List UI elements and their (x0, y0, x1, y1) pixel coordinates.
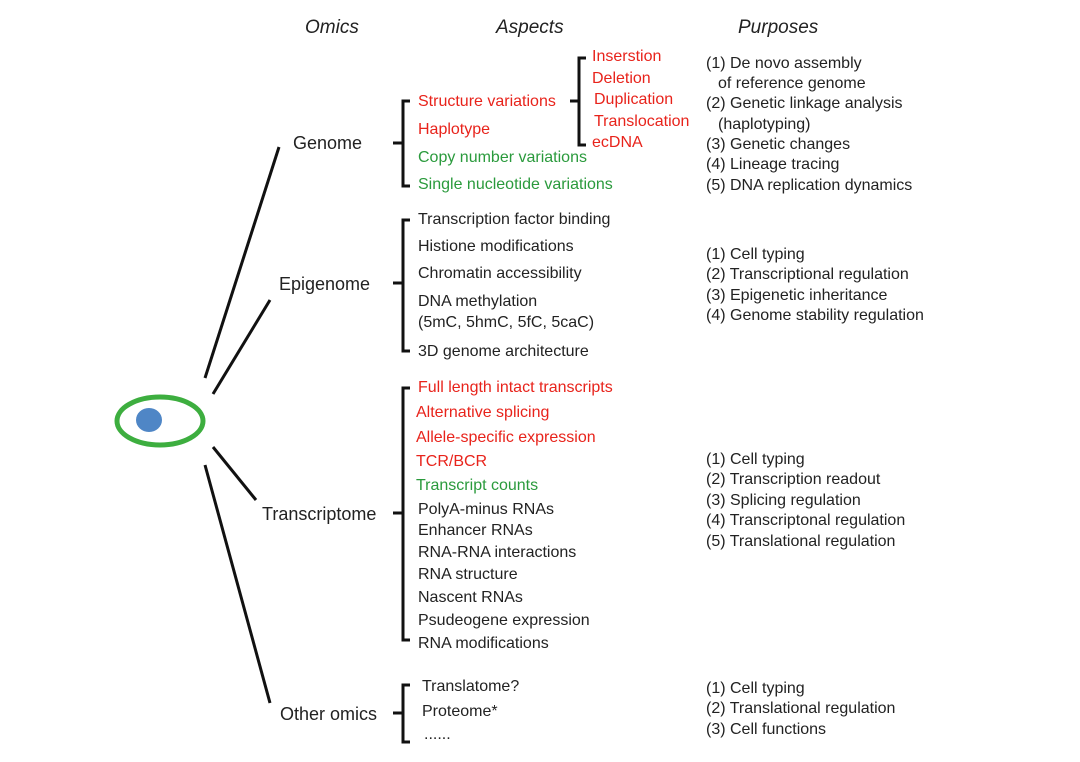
cell-membrane-icon (114, 394, 206, 448)
bracket-structure-variations (577, 56, 586, 147)
epigenome-aspect: (5mC, 5hmC, 5fC, 5caC) (418, 314, 595, 331)
sv-type: ecDNA (592, 134, 643, 151)
transcriptome-purpose: (4) Transcriptonal regulation (706, 512, 906, 529)
bracket-genome (401, 99, 410, 188)
branch-line-transcriptome (211, 446, 258, 501)
genome-aspect: Structure variations (418, 93, 556, 110)
transcriptome-aspect: RNA modifications (418, 635, 549, 652)
transcriptome-purpose: (5) Translational regulation (706, 533, 896, 550)
genome-purpose: (2) Genetic linkage analysis (706, 95, 903, 112)
epigenome-purpose: (4) Genome stability regulation (706, 307, 924, 324)
sv-type: Translocation (594, 113, 690, 130)
transcriptome-aspect: Transcript counts (416, 477, 539, 494)
genome-purpose: (4) Lineage tracing (706, 156, 840, 173)
transcriptome-aspect: Alternative splicing (416, 404, 550, 421)
bracket-transcriptome (401, 386, 410, 642)
genome-purpose: of reference genome (718, 75, 866, 92)
other-aspect: ...... (424, 726, 451, 743)
transcriptome-aspect: PolyA-minus RNAs (418, 501, 555, 518)
omic-other: Other omics (280, 704, 378, 724)
transcriptome-purpose: (3) Splicing regulation (706, 492, 861, 509)
transcriptome-aspect: Nascent RNAs (418, 589, 523, 606)
other-purpose: (3) Cell functions (706, 721, 827, 738)
sv-type: Deletion (592, 70, 651, 87)
genome-purpose: (1) De novo assembly (706, 55, 862, 72)
epigenome-purpose: (2) Transcriptional regulation (706, 266, 909, 283)
transcriptome-aspect: RNA structure (418, 566, 518, 583)
branch-line-epigenome (211, 299, 272, 395)
sv-type: Inserstion (592, 48, 662, 65)
other-aspect: Translatome? (422, 678, 520, 695)
transcriptome-aspect: Enhancer RNAs (418, 522, 533, 539)
cell-nucleus-icon (136, 408, 162, 432)
transcriptome-purpose: (1) Cell typing (706, 451, 805, 468)
transcriptome-aspect: TCR/BCR (416, 453, 488, 470)
omic-epigenome: Epigenome (279, 274, 371, 294)
sv-type: Duplication (594, 91, 674, 108)
transcriptome-aspect: Full length intact transcripts (418, 379, 613, 396)
epigenome-aspect: Transcription factor binding (418, 211, 611, 228)
bracket-other (401, 683, 410, 744)
other-aspect: Proteome* (422, 703, 498, 720)
genome-purpose: (haplotyping) (718, 116, 811, 133)
genome-aspect: Single nucleotide variations (418, 176, 613, 193)
bracket-epigenome (401, 218, 410, 353)
genome-aspect: Copy number variations (418, 149, 587, 166)
header-aspects: Aspects (496, 17, 564, 38)
other-purpose: (2) Translational regulation (706, 700, 896, 717)
header-omics: Omics (305, 17, 359, 38)
epigenome-aspect: Chromatin accessibility (418, 265, 582, 282)
epigenome-purpose: (3) Epigenetic inheritance (706, 287, 888, 304)
other-purpose: (1) Cell typing (706, 680, 805, 697)
branch-line-other (203, 464, 272, 704)
omic-transcriptome: Transcriptome (262, 504, 377, 524)
transcriptome-aspect: Allele-specific expression (416, 429, 596, 446)
omic-genome: Genome (293, 133, 363, 153)
branch-line-genome (203, 146, 281, 379)
transcriptome-aspect: Psudeogene expression (418, 612, 590, 629)
transcriptome-purpose: (2) Transcription readout (706, 471, 881, 488)
transcriptome-aspect: RNA-RNA interactions (418, 544, 577, 561)
epigenome-aspect: Histione modifications (418, 238, 574, 255)
epigenome-purpose: (1) Cell typing (706, 246, 805, 263)
epigenome-aspect: DNA methylation (418, 293, 538, 310)
epigenome-aspect: 3D genome architecture (418, 343, 589, 360)
genome-purpose: (3) Genetic changes (706, 136, 851, 153)
genome-purpose: (5) DNA replication dynamics (706, 177, 913, 194)
header-purposes: Purposes (738, 17, 819, 38)
genome-aspect: Haplotype (418, 121, 491, 138)
